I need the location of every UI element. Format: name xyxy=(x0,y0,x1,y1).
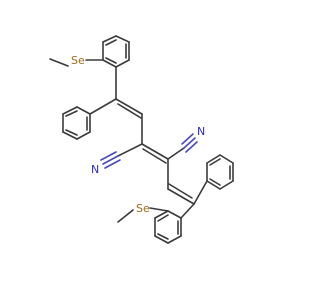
vinyl-chain-lower xyxy=(167,158,195,205)
molecule-canvas: Se N N xyxy=(49,35,234,244)
ring-lower-phenyl xyxy=(206,154,234,190)
nitrogen-atom-left: N xyxy=(91,163,99,176)
ring-top-selanylphenyl xyxy=(102,35,130,68)
selenium-atom-bottom: Se xyxy=(136,202,150,215)
selenium-atom-top: Se xyxy=(71,54,85,67)
bond-vinyl-to-phenyl-upper xyxy=(89,98,117,115)
ring-bottom-selanylphenyl xyxy=(154,210,182,244)
methylselanyl-top: Se xyxy=(49,54,104,67)
methylselanyl-bottom: Se xyxy=(117,202,169,223)
bond-vinyl-to-ring-bottom xyxy=(180,203,195,219)
central-dicyanoethylene: N N xyxy=(91,125,205,176)
vinyl-chain-upper xyxy=(115,98,143,145)
molecule-structure: Se N N xyxy=(49,35,234,244)
bond-vinyl-to-phenyl-lower xyxy=(193,180,208,205)
nitrogen-atom-right: N xyxy=(197,125,205,138)
ring-upper-phenyl xyxy=(62,106,91,140)
